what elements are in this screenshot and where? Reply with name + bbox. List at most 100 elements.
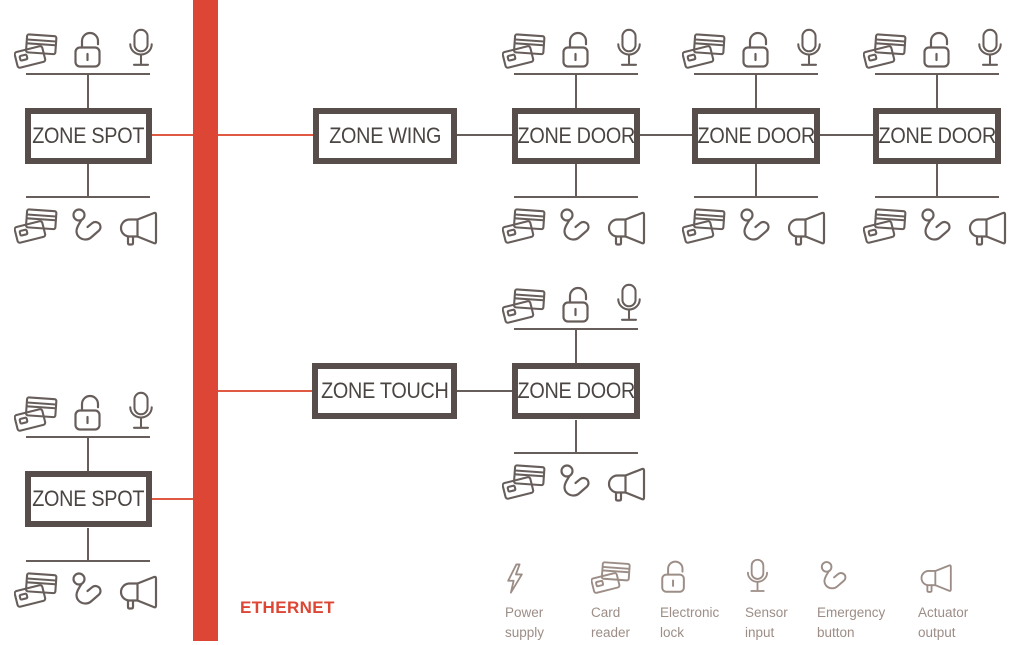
connector-ethernet-zone-wing xyxy=(218,134,313,136)
legend-item-electronic-lock: Electronic lock xyxy=(660,556,734,643)
device-drop-line xyxy=(755,73,757,108)
device-bus-line xyxy=(514,452,638,454)
connector-zone-door-1-zone-door-2 xyxy=(640,134,692,136)
devices-above-zone-door-3 xyxy=(862,25,1012,109)
device-drop-line xyxy=(575,328,577,363)
emergency-button-icon xyxy=(68,570,108,610)
sensor-input-icon xyxy=(127,27,155,69)
node-zone-door-4: ZONE DOOR xyxy=(512,363,640,419)
devices-above-zone-door-1 xyxy=(501,25,651,109)
legend-label: Electronic lock xyxy=(660,605,720,640)
device-bus-line xyxy=(26,196,150,198)
node-label: ZONE WING xyxy=(329,123,441,148)
legend-item-emergency-button: Emergency button xyxy=(817,556,901,643)
devices-above-zone-spot-1 xyxy=(13,25,163,109)
legend-item-sensor-input: Sensor input xyxy=(745,556,799,643)
card-reader-icon xyxy=(502,288,546,324)
emergency-button-icon xyxy=(68,206,108,246)
sensor-input-icon xyxy=(615,282,643,324)
card-reader-icon xyxy=(682,33,726,69)
card-reader-icon xyxy=(14,396,58,432)
actuator-output-icon xyxy=(785,210,830,247)
node-zone-touch: ZONE TOUCH xyxy=(312,363,457,419)
node-zone-door-2: ZONE DOOR xyxy=(692,108,820,164)
actuator-output-icon xyxy=(117,210,162,247)
card-reader-icon xyxy=(14,572,58,608)
node-label: ZONE TOUCH xyxy=(320,378,449,403)
emergency-button-icon xyxy=(736,206,776,246)
ethernet-bus-bar xyxy=(193,0,218,641)
legend-item-actuator-output: Actuator output xyxy=(918,556,982,643)
legend-item-card-reader: Card reader xyxy=(591,556,643,643)
connector-zone-wing-zone-door-1 xyxy=(457,134,512,136)
devices-above-zone-door-4 xyxy=(501,280,651,364)
actuator-output-icon xyxy=(117,574,162,611)
device-bus-line xyxy=(875,196,999,198)
sensor-input-icon xyxy=(127,390,155,432)
devices-above-zone-door-2 xyxy=(681,25,831,109)
devices-below-zone-door-4 xyxy=(501,420,651,504)
electronic-lock-icon xyxy=(561,29,591,69)
device-bus-line xyxy=(514,196,638,198)
sensor-input-icon xyxy=(976,27,1004,69)
card-reader-icon xyxy=(591,556,643,594)
actuator-output-icon xyxy=(918,556,982,594)
node-label: ZONE DOOR xyxy=(878,123,996,148)
connector-zone-spot-1-ethernet xyxy=(152,134,193,136)
emergency-button-icon xyxy=(556,206,596,246)
emergency-button-icon xyxy=(556,462,596,502)
node-zone-wing: ZONE WING xyxy=(313,108,457,164)
devices-below-zone-door-2 xyxy=(681,164,831,248)
device-drop-line xyxy=(575,73,577,108)
device-drop-line xyxy=(575,164,577,196)
node-zone-door-3: ZONE DOOR xyxy=(873,108,1001,164)
card-reader-icon xyxy=(682,208,726,244)
device-drop-line xyxy=(755,164,757,196)
devices-below-zone-spot-1 xyxy=(13,164,163,248)
sensor-input-icon xyxy=(615,27,643,69)
legend-label: Card reader xyxy=(591,605,631,640)
card-reader-icon xyxy=(863,33,907,69)
emergency-button-icon xyxy=(817,556,901,594)
node-zone-door-1: ZONE DOOR xyxy=(512,108,640,164)
electronic-lock-icon xyxy=(561,284,591,324)
device-drop-line xyxy=(936,73,938,108)
device-bus-line xyxy=(26,560,150,562)
device-bus-line xyxy=(694,196,818,198)
node-label: ZONE DOOR xyxy=(517,123,635,148)
actuator-output-icon xyxy=(966,210,1011,247)
devices-above-zone-spot-2 xyxy=(13,388,163,472)
legend-label: Emergency button xyxy=(817,605,886,640)
devices-below-zone-spot-2 xyxy=(13,528,163,612)
connector-zone-door-2-zone-door-3 xyxy=(820,134,873,136)
device-drop-line xyxy=(936,164,938,196)
card-reader-icon xyxy=(14,208,58,244)
electronic-lock-icon xyxy=(660,556,734,594)
power-supply-icon xyxy=(505,556,559,594)
sensor-input-icon xyxy=(795,27,823,69)
devices-below-zone-door-3 xyxy=(862,164,1012,248)
node-zone-spot-2: ZONE SPOT xyxy=(25,471,152,527)
ethernet-label: ETHERNET xyxy=(240,598,335,617)
legend-label: Power supply xyxy=(505,605,545,640)
device-drop-line xyxy=(87,436,89,471)
connector-zone-touch-zone-door-4 xyxy=(457,390,512,392)
node-label: ZONE SPOT xyxy=(32,123,145,148)
legend-label: Sensor input xyxy=(745,605,788,640)
electronic-lock-icon xyxy=(73,29,103,69)
actuator-output-icon xyxy=(605,210,650,247)
emergency-button-icon xyxy=(917,206,957,246)
legend-item-power-supply: Power supply xyxy=(505,556,559,643)
electronic-lock-icon xyxy=(73,392,103,432)
connector-ethernet-zone-touch xyxy=(218,390,312,392)
electronic-lock-icon xyxy=(741,29,771,69)
actuator-output-icon xyxy=(605,466,650,503)
card-reader-icon xyxy=(502,464,546,500)
node-label: ZONE SPOT xyxy=(32,486,145,511)
sensor-input-icon xyxy=(745,556,799,594)
device-drop-line xyxy=(87,528,89,560)
card-reader-icon xyxy=(502,208,546,244)
card-reader-icon xyxy=(502,33,546,69)
device-drop-line xyxy=(87,73,89,108)
